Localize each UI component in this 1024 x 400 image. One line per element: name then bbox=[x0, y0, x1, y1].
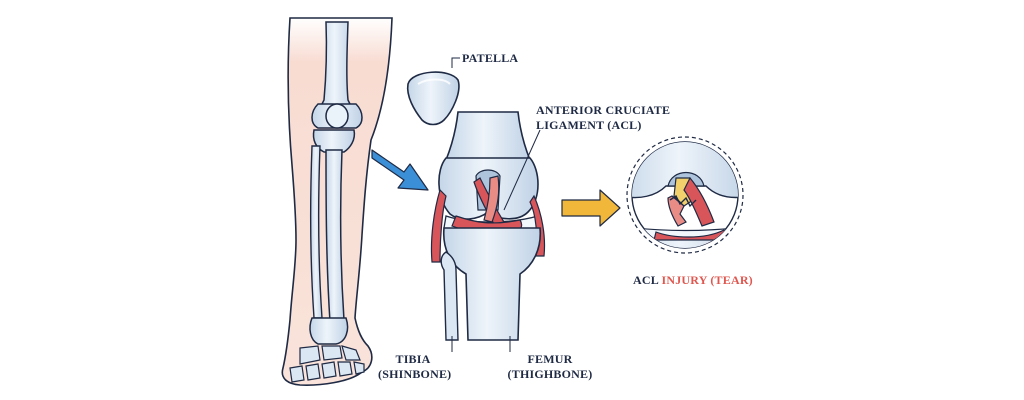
leg-tibia-head bbox=[312, 129, 356, 153]
knee-collateral-ligament bbox=[430, 188, 447, 263]
blue-arrow bbox=[371, 149, 429, 191]
leg-patella bbox=[325, 103, 349, 129]
label-femur-line2: (THIGHBONE) bbox=[507, 367, 593, 381]
label-acl-injury-prefix: ACL bbox=[633, 273, 659, 287]
label-femur-line1: FEMUR bbox=[527, 352, 573, 366]
tear-line bbox=[669, 194, 697, 208]
knee-fibula bbox=[440, 251, 459, 341]
label-femur: FEMUR (THIGHBONE) bbox=[505, 352, 595, 382]
acl-leader bbox=[503, 129, 541, 211]
label-tibia: TIBIA (SHINBONE) bbox=[378, 352, 452, 382]
label-acl-line1: ANTERIOR CRUCIATE bbox=[536, 103, 671, 117]
label-tibia-line1: TIBIA bbox=[395, 352, 431, 366]
knee-illustration bbox=[430, 111, 546, 341]
label-acl-injury-highlight: INJURY (TEAR) bbox=[661, 273, 753, 287]
leg-tibia bbox=[325, 149, 345, 323]
knee-femur-shaft bbox=[444, 111, 532, 161]
patella-leader bbox=[451, 57, 460, 68]
knee-tibia-head bbox=[442, 227, 542, 341]
patella-bone bbox=[406, 71, 460, 126]
label-acl: ANTERIOR CRUCIATE LIGAMENT (ACL) bbox=[536, 103, 670, 133]
leg-foot-bones bbox=[289, 345, 365, 383]
leg-ankle bbox=[309, 317, 349, 345]
leg-illustration bbox=[281, 17, 393, 386]
label-tibia-line2: (SHINBONE) bbox=[378, 367, 452, 381]
acl-tear-zoom bbox=[626, 136, 744, 254]
label-patella: PATELLA bbox=[462, 51, 519, 65]
label-acl-injury: ACL INJURY (TEAR) bbox=[633, 273, 753, 288]
label-acl-line2: LIGAMENT (ACL) bbox=[536, 118, 642, 132]
yellow-arrow bbox=[561, 189, 621, 227]
